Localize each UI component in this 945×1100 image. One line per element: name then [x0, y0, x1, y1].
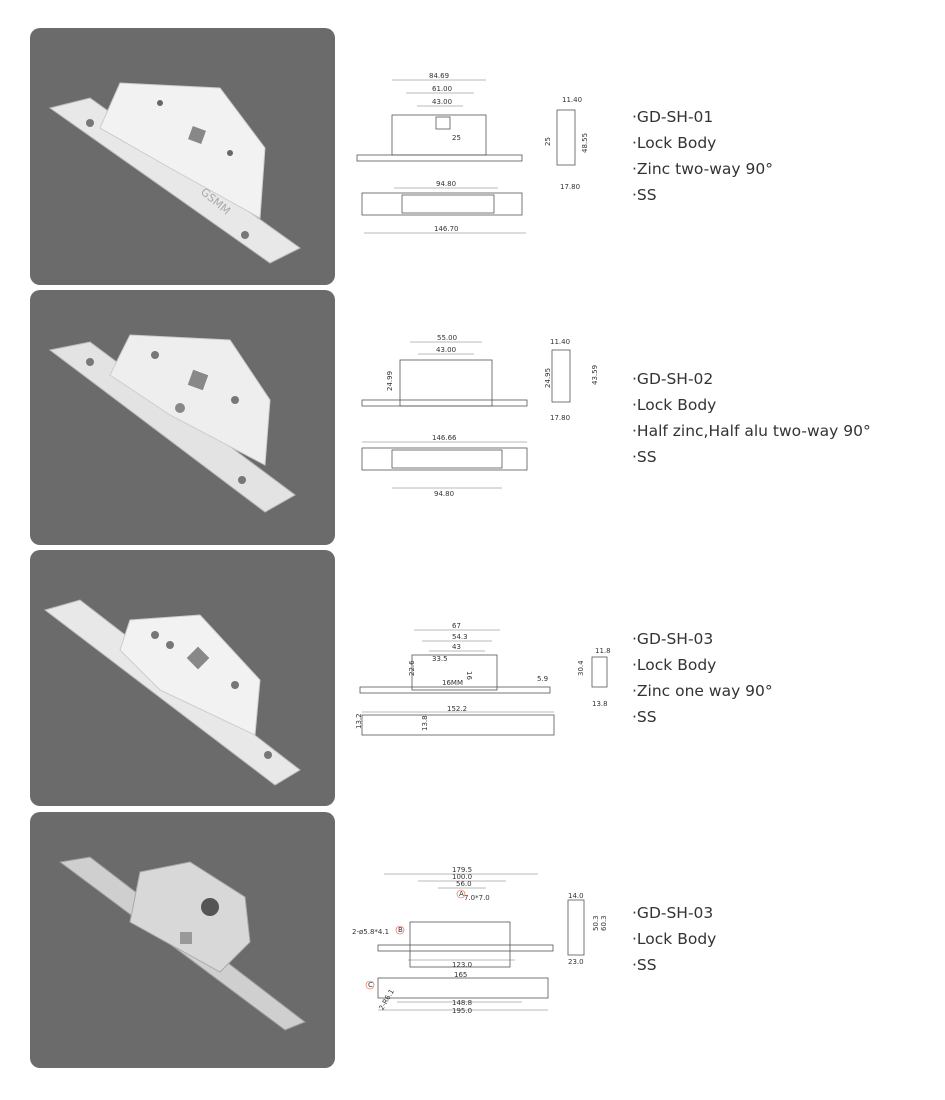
dimension-label: 146.66 [432, 434, 457, 442]
dimension-label: 33.5 [432, 655, 448, 663]
dimension-label: A [459, 890, 464, 898]
dimension-label: 50.3 [592, 915, 600, 931]
dimension-label: 13.8 [592, 700, 608, 708]
dimension-label: 100.0 [452, 873, 472, 881]
dimension-label: 11.40 [562, 96, 582, 104]
dimension-label: 43.00 [432, 98, 452, 106]
product-finish: ·SS [632, 708, 657, 726]
dimension-label: 11.8 [595, 647, 611, 655]
dimension-label: 25 [452, 134, 461, 142]
dimension-label: 56.0 [456, 880, 472, 888]
product-type: ·Lock Body [632, 930, 717, 948]
dimension-label: 23.0 [568, 958, 584, 966]
dimension-label: 55.00 [437, 334, 457, 342]
product-type: ·Lock Body [632, 134, 717, 152]
product-finish: ·SS [632, 186, 657, 204]
dimension-label: 43.00 [436, 346, 456, 354]
dimension-label: 94.80 [434, 490, 454, 498]
dimension-label: 17.80 [560, 183, 580, 191]
dimension-label: 2-ø5.8*4.1 [352, 928, 389, 936]
technical-drawing-1: 84.69 61.00 43.00 25 94.80 146.70 11.40 … [352, 65, 612, 245]
dimension-label: 5.9 [537, 675, 548, 683]
dimension-label: 2-R6.1 [378, 988, 396, 1012]
product-material: ·Zinc two-way 90° [632, 160, 773, 178]
dimension-label: 43.59 [591, 365, 599, 385]
dimension-label: 84.69 [429, 72, 449, 80]
technical-drawing-4: 179.5 100.0 56.0 A 7.0*7.0 B 2-ø5.8*4.1 … [352, 860, 612, 1020]
product-finish: ·SS [632, 956, 657, 974]
dimension-label: 146.70 [434, 225, 459, 233]
technical-drawing-2: 55.00 43.00 24.99 146.66 94.80 11.40 24.… [352, 330, 612, 510]
dimension-label: C [368, 981, 373, 989]
dimension-label: 24.95 [544, 368, 552, 388]
dimension-label: 13.8 [421, 715, 429, 731]
product-material: ·Zinc one way 90° [632, 682, 773, 700]
dimension-label: 152.2 [447, 705, 467, 713]
product-photo-4 [30, 812, 335, 1068]
dimension-label: 16 [465, 671, 473, 680]
dimension-label: 165 [454, 971, 467, 979]
dimension-label: 17.80 [550, 414, 570, 422]
product-specs-2: ·GD-SH-02 ·Lock Body ·Half zinc,Half alu… [632, 366, 871, 470]
dimension-label: 61.00 [432, 85, 452, 93]
product-type: ·Lock Body [632, 396, 717, 414]
dimension-label: 148.8 [452, 999, 472, 1007]
dimension-label: 22.6 [408, 660, 416, 676]
product-specs-4: ·GD-SH-03 ·Lock Body ·SS [632, 900, 716, 978]
product-type: ·Lock Body [632, 656, 717, 674]
dimension-label: 195.0 [452, 1007, 472, 1015]
dimension-label: 14.0 [568, 892, 584, 900]
product-code: ·GD-SH-01 [632, 108, 714, 126]
dimension-label: 30.4 [577, 660, 585, 676]
dimension-label: 11.40 [550, 338, 570, 346]
dimension-label: 67 [452, 622, 461, 630]
product-photo-2 [30, 290, 335, 545]
dimension-label: 7.0*7.0 [464, 894, 490, 902]
dimension-label: 94.80 [436, 180, 456, 188]
technical-drawing-3: 67 54.3 43 33.5 22.6 16 16MM 5.9 152.2 1… [352, 615, 612, 745]
dimension-label: 179.5 [452, 866, 472, 874]
product-specs-1: ·GD-SH-01 ·Lock Body ·Zinc two-way 90° ·… [632, 104, 773, 208]
dimension-label: 16MM [442, 679, 463, 687]
dimension-label: 24.99 [386, 371, 394, 391]
dimension-label: 123.0 [452, 961, 472, 969]
dimension-label: 13.2 [355, 713, 363, 729]
product-code: ·GD-SH-02 [632, 370, 714, 388]
dimension-label: 25 [544, 137, 552, 146]
dimension-label: 60.3 [600, 915, 608, 931]
product-specs-3: ·GD-SH-03 ·Lock Body ·Zinc one way 90° ·… [632, 626, 773, 730]
product-material: ·Half zinc,Half alu two-way 90° [632, 422, 871, 440]
product-code: ·GD-SH-03 [632, 630, 714, 648]
dimension-label: 54.3 [452, 633, 468, 641]
dimension-label: 48.55 [581, 133, 589, 153]
product-photo-3 [30, 550, 335, 806]
product-photo-1: GSMM [30, 28, 335, 285]
dimension-label: B [398, 926, 403, 934]
product-finish: ·SS [632, 448, 657, 466]
dimension-label: 43 [452, 643, 461, 651]
product-code: ·GD-SH-03 [632, 904, 714, 922]
